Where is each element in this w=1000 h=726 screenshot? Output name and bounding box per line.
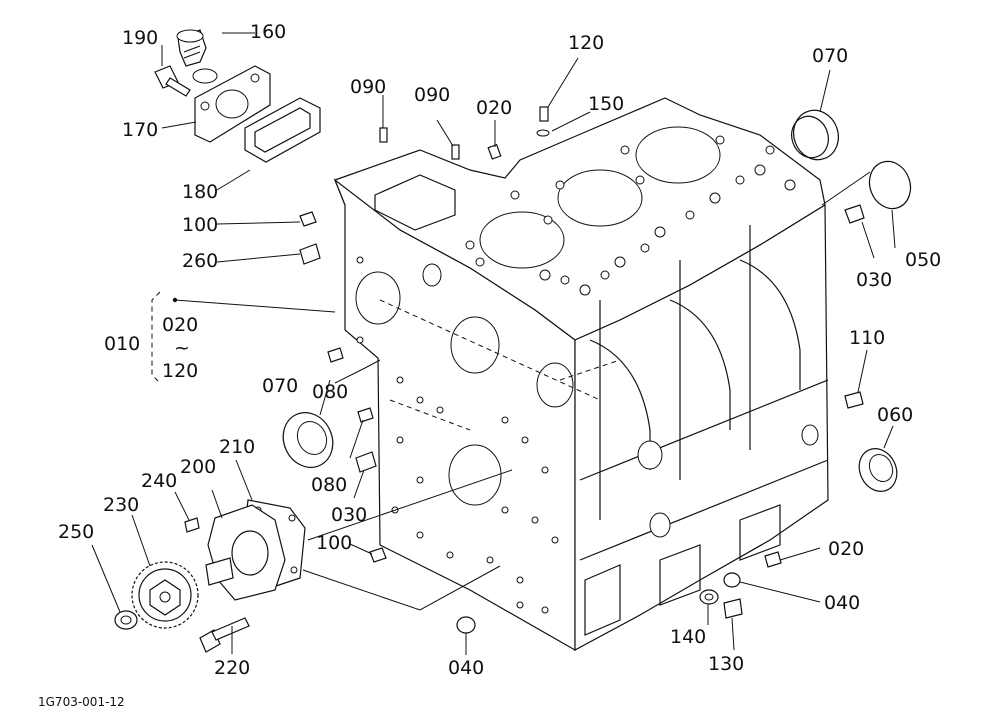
label-110: 110 [849,327,885,349]
label-100a: 100 [182,214,218,236]
label-020c: 020 [828,538,864,560]
label-230: 230 [103,494,139,516]
label-260: 260 [182,250,218,272]
ring-150 [536,129,550,137]
label-020b: 020 [162,314,198,336]
pin-100b [369,547,387,563]
label-250: 250 [58,521,94,543]
label-100b: 100 [316,532,352,554]
label-120: 120 [568,32,604,54]
label-220: 220 [214,657,250,679]
plug-020a [487,143,502,160]
cap-160 [176,29,207,67]
label-130: 130 [708,653,744,675]
label-070a: 070 [812,45,848,67]
plug-040b [456,616,476,634]
label-140: 140 [670,626,706,648]
label-070b: 070 [262,375,298,397]
seal-070a [791,109,839,161]
label-080a: 080 [312,381,348,403]
figure-code: 1G703-001-12 [38,695,125,709]
nut-250 [114,610,138,630]
label-040a: 040 [824,592,860,614]
bolt-190 [154,65,191,97]
label-190: 190 [122,27,158,49]
gear-230 [131,561,199,629]
label-120b: 120 [162,360,198,382]
pin-110 [844,391,864,409]
label-050: 050 [905,249,941,271]
pin-100a [299,211,317,227]
cylinder-block [333,97,829,652]
cap-050 [868,160,912,210]
label-080b: 080 [311,474,347,496]
label-210: 210 [219,436,255,458]
label-090b: 090 [414,84,450,106]
cover-plate-170 [192,65,271,143]
plug-030b [355,451,377,473]
pin-090a [379,127,388,143]
label-200: 200 [180,456,216,478]
label-010: 010 [104,333,140,355]
label-020a: 020 [476,97,512,119]
label-240: 240 [141,470,177,492]
washer-140 [699,589,719,605]
pin-080a [327,347,344,363]
label-030a: 030 [856,269,892,291]
leader-lines [91,32,896,655]
plug-130 [723,598,743,619]
key-240 [184,517,200,533]
pin-080b [357,407,374,423]
pump-body-200 [205,504,286,601]
plug-040a [723,572,741,588]
seal-060 [858,448,898,492]
label-tilde: ~ [174,337,190,359]
plug-030a [844,204,865,224]
label-160: 160 [250,21,286,43]
pin-120 [539,106,549,122]
part-labels: 190 160 170 180 090 090 020 120 150 070 … [38,21,941,709]
leader-dot [172,297,178,303]
bracket-010 [151,291,161,384]
label-040b: 040 [448,657,484,679]
label-030b: 030 [331,504,367,526]
bolt-220 [199,617,250,653]
label-180: 180 [182,181,218,203]
plug-260 [299,243,321,265]
label-150: 150 [588,93,624,115]
gasket-180 [244,97,321,163]
label-090a: 090 [350,76,386,98]
plug-020c [764,551,782,568]
label-170: 170 [122,119,158,141]
label-060: 060 [877,404,913,426]
pin-090b [451,144,460,160]
seal-070b [282,412,334,468]
